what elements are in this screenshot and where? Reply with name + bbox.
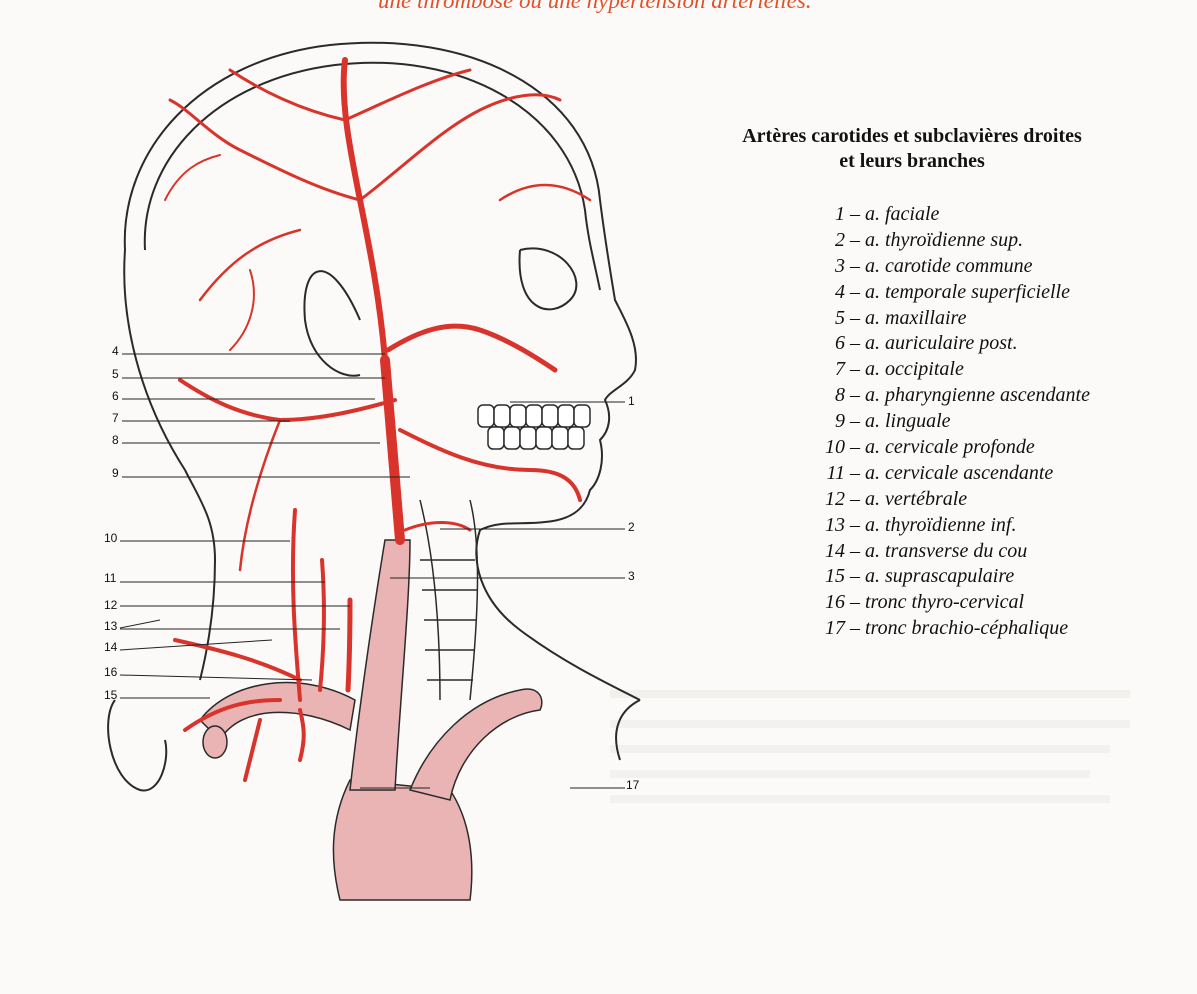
legend-item-label: a. transverse du cou (865, 540, 1027, 562)
callout-2: 2 (628, 520, 635, 534)
callout-10: 10 (104, 531, 117, 545)
legend-item-number: 7 (800, 356, 845, 382)
callout-14: 14 (104, 640, 117, 654)
legend-item-label: a. maxillaire (865, 307, 966, 329)
legend-item-label: tronc brachio-céphalique (865, 617, 1068, 639)
legend-title-line1: Artères carotides et subclavières droite… (700, 124, 1124, 149)
callout-11: 11 (104, 571, 116, 585)
legend-item-number: 14 (800, 538, 845, 564)
legend-item: 9 – a. linguale (800, 408, 1090, 434)
legend-item-number: 10 (800, 434, 845, 460)
legend-item-number: 1 (800, 201, 845, 227)
legend-item-number: 8 (800, 382, 845, 408)
callout-6: 6 (112, 389, 119, 403)
legend-item-label: a. linguale (865, 410, 951, 432)
callout-17: 17 (626, 778, 639, 792)
legend-item-label: a. cervicale profonde (865, 436, 1035, 458)
legend-item-label: a. carotide commune (865, 255, 1033, 277)
legend-item: 6 – a. auriculaire post. (800, 330, 1090, 356)
legend-item-number: 11 (800, 460, 845, 486)
callout-13: 13 (104, 619, 117, 633)
legend-item-label: a. faciale (865, 203, 939, 225)
legend-item-label: a. cervicale ascendante (865, 462, 1053, 484)
legend-item-number: 3 (800, 253, 845, 279)
legend-title: Artères carotides et subclavières droite… (700, 124, 1124, 174)
callout-15: 15 (104, 688, 117, 702)
legend-item-number: 2 (800, 227, 845, 253)
arterial-trunks (200, 540, 542, 900)
legend-item-number: 15 (800, 563, 845, 589)
teeth (478, 405, 590, 449)
callout-5: 5 (112, 367, 119, 381)
legend-item-label: a. suprascapulaire (865, 565, 1014, 587)
legend-item-number: 6 (800, 330, 845, 356)
legend-item-label: a. thyroïdienne inf. (865, 514, 1016, 536)
legend-item-label: a. pharyngienne ascendante (865, 384, 1090, 406)
legend-item-label: a. auriculaire post. (865, 332, 1018, 354)
legend-list: 1 – a. faciale 2 – a. thyroïdienne sup. … (800, 201, 1090, 641)
callout-8: 8 (112, 433, 119, 447)
legend-title-line2: et leurs branches (700, 149, 1124, 174)
legend-item: 13 – a. thyroïdienne inf. (800, 512, 1090, 538)
legend-item-number: 13 (800, 512, 845, 538)
legend-item: 3 – a. carotide commune (800, 253, 1090, 279)
callout-12: 12 (104, 598, 117, 612)
legend-item-number: 12 (800, 486, 845, 512)
legend-item: 12 – a. vertébrale (800, 486, 1090, 512)
callout-7: 7 (112, 411, 119, 425)
background-bleed-through (610, 690, 1130, 803)
legend-item-number: 16 (800, 589, 845, 615)
callout-16: 16 (104, 665, 117, 679)
legend-item-number: 9 (800, 408, 845, 434)
legend-item-number: 4 (800, 279, 845, 305)
legend-item: 17 – tronc brachio-céphalique (800, 615, 1090, 641)
legend-item: 11 – a. cervicale ascendante (800, 460, 1090, 486)
legend-item-label: a. temporale superficielle (865, 281, 1070, 303)
callout-9: 9 (112, 466, 119, 480)
legend-item: 10 – a. cervicale profonde (800, 434, 1090, 460)
legend-item: 1 – a. faciale (800, 201, 1090, 227)
legend-item: 5 – a. maxillaire (800, 305, 1090, 331)
legend-item-label: a. occipitale (865, 358, 964, 380)
legend-item: 16 – tronc thyro-cervical (800, 589, 1090, 615)
legend-item-label: a. thyroïdienne sup. (865, 229, 1023, 251)
legend-item: 15 – a. suprascapulaire (800, 563, 1090, 589)
legend-item: 2 – a. thyroïdienne sup. (800, 227, 1090, 253)
legend-item: 8 – a. pharyngienne ascendante (800, 382, 1090, 408)
legend-item: 4 – a. temporale superficielle (800, 279, 1090, 305)
legend-item-label: tronc thyro-cervical (865, 591, 1024, 613)
legend-item-number: 5 (800, 305, 845, 331)
legend-item: 14 – a. transverse du cou (800, 538, 1090, 564)
callout-4: 4 (112, 344, 119, 358)
legend-item: 7 – a. occipitale (800, 356, 1090, 382)
callout-3: 3 (628, 569, 635, 583)
legend-item-number: 17 (800, 615, 845, 641)
legend-item-label: a. vertébrale (865, 488, 967, 510)
callout-1: 1 (628, 394, 635, 408)
